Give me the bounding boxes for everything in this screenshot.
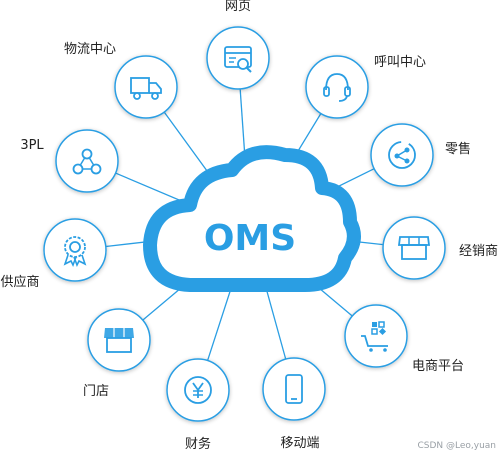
node-circle bbox=[206, 26, 270, 90]
truck-icon bbox=[130, 77, 162, 100]
node-callcenter bbox=[305, 55, 369, 119]
node-label-web: 网页 bbox=[225, 0, 251, 14]
node-finance bbox=[166, 358, 230, 422]
node-logistics bbox=[114, 55, 178, 119]
storefront-icon bbox=[397, 236, 431, 260]
node-label-distributor: 经销商 bbox=[459, 244, 498, 259]
node-label-logistics: 物流中心 bbox=[64, 42, 116, 57]
oms-cloud: OMS bbox=[143, 145, 361, 292]
award-badge-icon bbox=[63, 236, 87, 267]
watermark: CSDN @Leo,yuan bbox=[417, 441, 496, 451]
node-circle bbox=[305, 55, 369, 119]
node-circle bbox=[114, 55, 178, 119]
shop-icon bbox=[104, 328, 134, 353]
node-circle bbox=[370, 123, 434, 187]
node-label-3pl: 3PL bbox=[20, 138, 44, 153]
node-label-store: 门店 bbox=[83, 384, 109, 399]
node-circle bbox=[43, 218, 107, 282]
node-circle bbox=[344, 304, 408, 368]
node-label-callcenter: 呼叫中心 bbox=[374, 55, 426, 70]
node-ecommerce bbox=[344, 304, 408, 368]
node-mobile bbox=[262, 357, 326, 421]
share-icon bbox=[388, 141, 416, 169]
cloud-outline bbox=[143, 145, 361, 292]
node-label-retail: 零售 bbox=[445, 141, 471, 157]
node-circle bbox=[55, 129, 119, 193]
node-circle bbox=[262, 357, 326, 421]
node-retail bbox=[370, 123, 434, 187]
node-label-finance: 财务 bbox=[185, 436, 211, 452]
shopping-cart-icon bbox=[361, 321, 388, 352]
node-circle bbox=[382, 216, 446, 280]
yen-coin-icon bbox=[184, 376, 212, 404]
node-label-mobile: 移动端 bbox=[280, 436, 319, 451]
node-circle bbox=[87, 308, 151, 372]
node-label-supplier: 供应商 bbox=[0, 274, 39, 290]
node-store bbox=[87, 308, 151, 372]
center-label: OMS bbox=[204, 218, 296, 259]
node-distributor bbox=[382, 216, 446, 280]
smartphone-icon bbox=[285, 374, 303, 404]
node-supplier bbox=[43, 218, 107, 282]
node-web bbox=[206, 26, 270, 90]
node-label-ecommerce: 电商平台 bbox=[412, 359, 464, 374]
node-3pl bbox=[55, 129, 119, 193]
browser-search-icon bbox=[224, 46, 252, 73]
network-nodes-icon bbox=[72, 148, 102, 175]
headset-icon bbox=[323, 73, 351, 102]
